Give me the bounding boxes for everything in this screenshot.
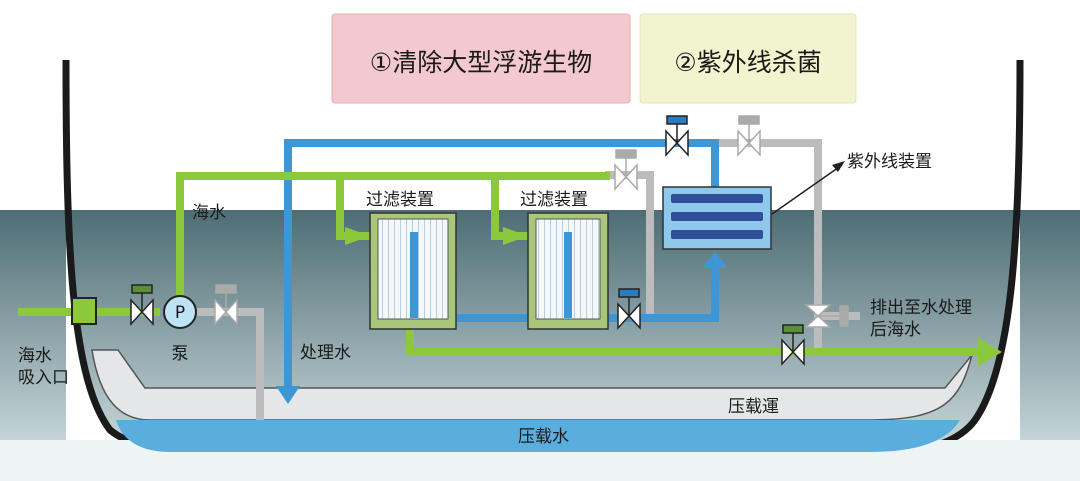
- ballast-water-label: 压载水: [518, 427, 569, 447]
- filter1-label: 过滤装置: [366, 190, 434, 210]
- valve-bypass-1: [214, 284, 238, 326]
- valve-bypass-4: [804, 304, 849, 328]
- treated-water-arrow-down: [276, 386, 300, 404]
- filter1-inlet-arrow: [345, 227, 370, 245]
- uv-callout-arrow: [832, 161, 845, 172]
- uv-device: [662, 186, 772, 250]
- pump: [163, 295, 197, 329]
- uv-lamp: [671, 230, 763, 239]
- ballast-tank: [91, 349, 973, 421]
- discharge-label-line1: 排出至水处理: [870, 298, 972, 318]
- pump-symbol: P: [175, 303, 185, 323]
- filter1: [369, 212, 457, 330]
- valves: [130, 115, 849, 366]
- uv-lamp: [671, 212, 763, 221]
- valve-bypass-3: [737, 115, 761, 157]
- step2-box: [639, 13, 857, 104]
- treated-water-label: 处理水: [300, 343, 351, 363]
- filter2-inlet-arrow: [503, 227, 528, 245]
- uv-lamp: [671, 194, 763, 203]
- intake-block: [71, 297, 97, 325]
- filter2-label: 过滤装置: [520, 190, 588, 210]
- seawater-label: 海水: [192, 203, 226, 223]
- valve-discharge: [781, 324, 805, 366]
- uv-device-label: 紫外线装置: [847, 152, 932, 172]
- step1-label: ①清除大型浮游生物: [370, 48, 592, 77]
- step1-box: [331, 13, 631, 104]
- inlet-label-line1: 海水: [18, 346, 52, 366]
- filter2: [527, 212, 609, 330]
- valve-intake: [130, 284, 154, 326]
- uv-inlet-arrow-up: [702, 252, 728, 268]
- valve-bypass-2: [614, 149, 638, 191]
- valve-treated-top: [665, 115, 689, 157]
- valve-uv-inlet: [617, 288, 641, 330]
- inlet-label-line2: 吸入口: [18, 368, 69, 388]
- step2-label: ②紫外线杀菌: [674, 48, 821, 77]
- ballast-tank-label: 压载運: [728, 397, 779, 417]
- uv-callout-line: [771, 164, 843, 215]
- pump-label: 泵: [172, 344, 189, 364]
- ballast-water-area: [116, 420, 960, 452]
- discharge-label-line2: 后海水: [870, 320, 921, 340]
- discharge-arrow: [978, 338, 1002, 366]
